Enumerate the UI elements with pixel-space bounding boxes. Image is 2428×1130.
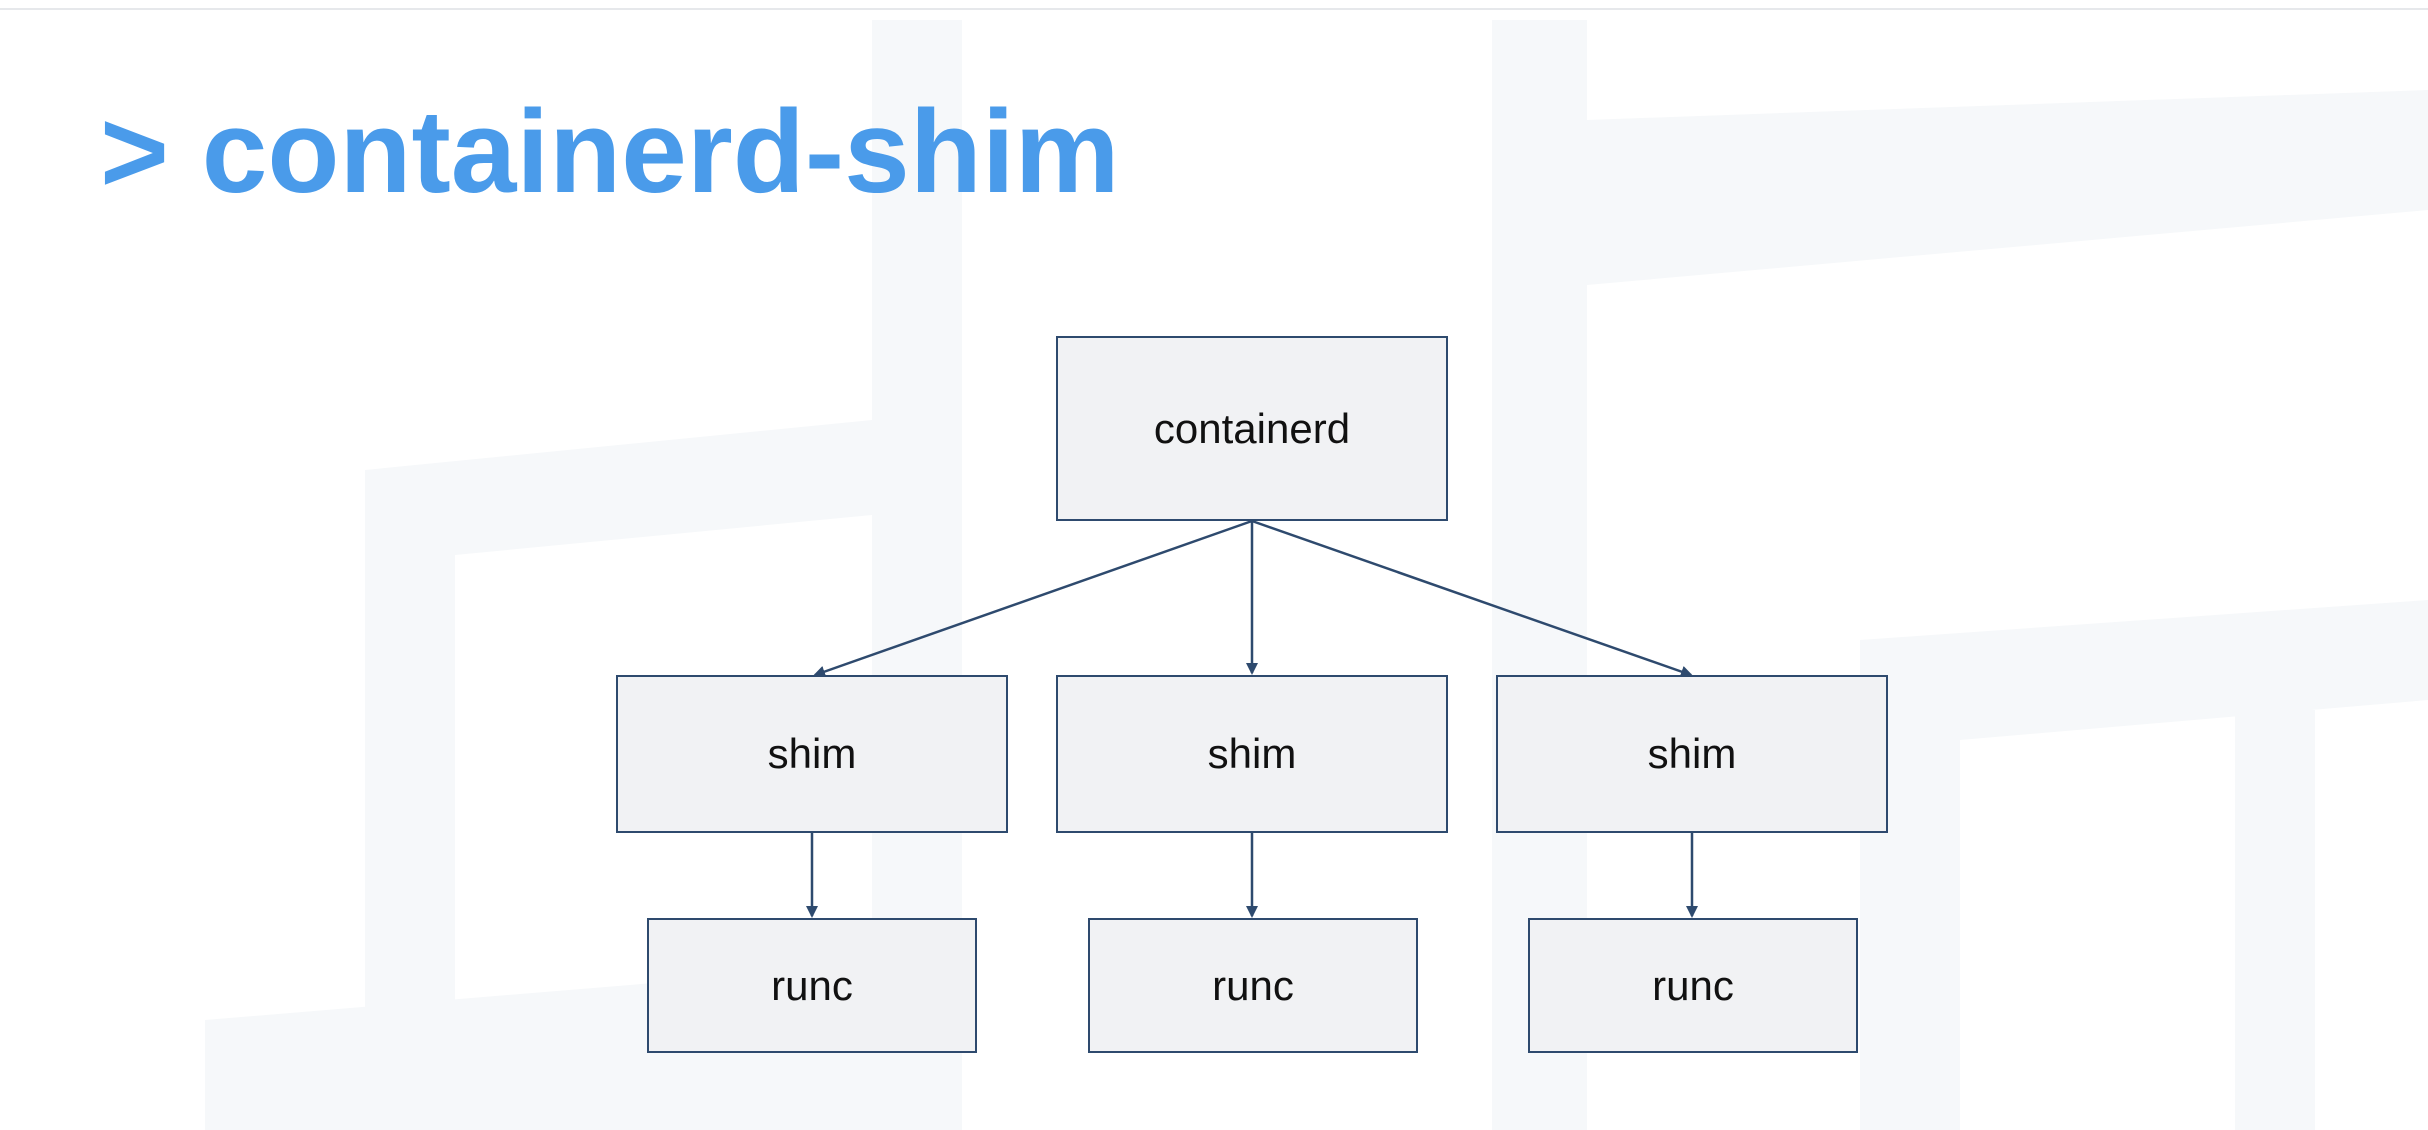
- shim-node-3: shim: [1496, 675, 1888, 833]
- runc-node-label: runc: [1652, 961, 1734, 1009]
- shim-node-2: shim: [1056, 675, 1448, 833]
- runc-node-2: runc: [1088, 918, 1418, 1053]
- runc-node-3: runc: [1528, 918, 1858, 1053]
- arrow-containerd-to-shim-3: [1251, 519, 1693, 678]
- shim-node-label: shim: [1647, 730, 1737, 777]
- runc-node-1: runc: [647, 918, 977, 1053]
- containerd-node: containerd: [1056, 336, 1448, 521]
- arrow-containerd-to-shim-1: [813, 519, 1253, 678]
- shim-node-1: shim: [616, 675, 1008, 833]
- top-divider: [0, 8, 2428, 10]
- containerd-node-label: containerd: [1153, 404, 1351, 452]
- slide-title: > containerd-shim: [100, 86, 1120, 218]
- shim-node-label: shim: [1207, 730, 1297, 777]
- runc-node-label: runc: [1212, 961, 1294, 1009]
- runc-node-label: runc: [771, 961, 853, 1009]
- shim-node-label: shim: [767, 730, 857, 777]
